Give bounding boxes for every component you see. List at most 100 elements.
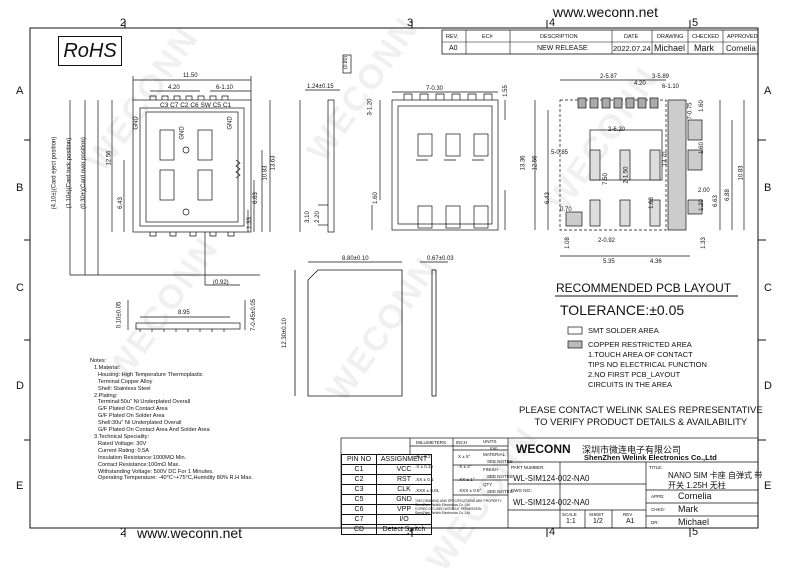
pcb-top-a: 2-5.87: [600, 74, 618, 80]
rohs-mark: RoHS: [58, 36, 122, 66]
mid-pitch: 7-0.30: [426, 86, 444, 92]
note-line: Contact Resistance:100mΩ Max.: [98, 461, 180, 468]
tol-col-inch: INCH: [456, 440, 467, 445]
zone-left-c: C: [16, 282, 24, 294]
gnd-label-left: GND: [133, 116, 140, 130]
rev-label: REV: [623, 512, 633, 517]
notes-block: Notes: 1.Material: Housing: High Tempera…: [90, 358, 253, 482]
title-line-1: NANO SIM 卡座 自弹式 带: [668, 471, 763, 480]
side-width: 8.95: [178, 310, 190, 316]
dim-pitch-b: 6-1.10: [216, 85, 234, 91]
rev-header-drawing: DRAWING: [657, 34, 684, 40]
tol-mm-2: .XX ± 0.1: [415, 477, 434, 482]
pin-cell: C6: [341, 504, 377, 515]
pcb-h-center3: 2-1.50: [623, 166, 630, 184]
note-line: Insulation Resistance:1000MΩ Min.: [98, 454, 187, 461]
note-line: Operating Temperature: -40°C~+75°C,Humid…: [98, 475, 253, 482]
tol-mm-1: .X ± 0.15: [415, 464, 433, 469]
note-line: Current Rating: 0.5A: [98, 447, 149, 454]
material-value: SEE NOTES: [487, 459, 513, 464]
rev-header-rev: REV.: [446, 34, 459, 40]
rev-row-date: 2022.07.24: [613, 44, 651, 53]
rev-row-approved: Cornelia: [726, 44, 756, 53]
disclaimer-line: COPIED OR USED WITHOUT PERMISSION: [415, 507, 482, 511]
rev-header-description: DESCRIPTION: [540, 34, 578, 40]
title-label: TITLE:: [649, 465, 663, 470]
zone-bottom-4: 4: [549, 526, 556, 538]
tol-mm-3: .XXX ± 0.01: [415, 488, 439, 493]
rev-row-drawing: Michael: [654, 43, 686, 53]
tol-deg-2: .XX ± 1°: [458, 477, 475, 482]
rev-value: A1: [626, 518, 635, 525]
chkd-value: Mark: [678, 504, 698, 514]
pcb-h-left2: 12.56: [532, 155, 539, 171]
website-top: www.weconn.net: [553, 4, 659, 20]
gnd-label-right: GND: [227, 116, 234, 130]
mid-h2: 1.55: [502, 85, 509, 97]
zone-top-3: 3: [407, 17, 414, 29]
rev-row-description: NEW RELEASE: [537, 45, 588, 52]
dim-overall-width: 11.50: [183, 73, 198, 79]
part-number: WL-SIM124-002-NA0: [513, 474, 590, 483]
disclaimer-line: ShenZhen Welink Electronics Co.,Ltd: [415, 511, 470, 515]
pcb-h-center: 13.70: [662, 151, 669, 167]
tol-deg-1: .X ± 2°: [458, 464, 472, 469]
pcb-top-b: 3-5.89: [652, 74, 670, 80]
dim-height-d: 1.33: [246, 217, 253, 229]
company-name-en: ShenZhen Welink Electronics Co.,Ltd: [584, 453, 717, 462]
pin-cell: C2: [341, 474, 377, 485]
pcb-left-small: 0.70: [560, 207, 572, 213]
note-line: G/F Plated On Solder Area: [98, 413, 165, 420]
legend-note-2: TIPS NO ELECTRICAL FUNCTION: [588, 360, 707, 369]
pin-cell: C1: [341, 464, 377, 475]
card-width: 8.80±0.10: [342, 256, 369, 262]
appd-value: Cornelia: [678, 491, 712, 501]
dr-value: Michael: [678, 517, 710, 527]
dim-thickness: 1.24±0.15: [307, 84, 334, 90]
drawing-canvas: [24, 20, 766, 537]
dim-pitch-a: 4.20: [168, 85, 180, 91]
qty-value: SEE NOTES: [487, 489, 513, 494]
contact-notice: PLEASE CONTACT WELINK SALES REPRESENTATI…: [519, 405, 763, 429]
pcb-top-c: 4.20: [634, 81, 646, 87]
contact-line-2: TO VERIFY PRODUCT DETAILS & AVAILABILITY: [534, 417, 748, 428]
dwg-no-label: DWG NO.:: [511, 488, 533, 493]
zone-right-d: D: [764, 380, 772, 392]
pcb-bottom-b: 5.35: [603, 259, 615, 265]
title-line-2: 开关 1.25H 无柱: [668, 481, 726, 490]
contact-labels: C3 C7 C2 C6 SW C5 C1: [160, 102, 232, 109]
zone-left-a: A: [16, 85, 24, 97]
pcb-bottom-a: 2-0.92: [598, 238, 616, 244]
pin-cell: C5: [341, 494, 377, 505]
note-line: G/F Plated On Contact Area And Solder Ar…: [98, 427, 210, 434]
legend-smt: SMT SOLDER AREA: [588, 326, 659, 335]
legend-note-4: CIRCUITS IN THE AREA: [588, 380, 673, 389]
pcb-bottom-e: 1.33: [700, 237, 707, 249]
pcb-bottom-d: 1.08: [564, 237, 571, 249]
pcb-layout-title: RECOMMENDED PCB LAYOUT: [556, 281, 732, 295]
website-bottom: www.weconn.net: [137, 525, 243, 541]
note-line: Shell: Stainless Steel: [98, 385, 151, 392]
pin-cell: CD: [341, 524, 377, 535]
pcb-tolerance: TOLERANCE:±0.05: [560, 302, 685, 318]
pcb-pad-c: 1.20: [698, 199, 705, 211]
side-thickness: 0.10±0.05: [116, 301, 123, 329]
legend-copper: COPPER RESTRICTED AREA: [588, 340, 692, 349]
eject-position-label: (4.10±)(Card eject position): [51, 136, 58, 210]
zone-right-c: C: [764, 282, 772, 294]
pcb-h-left: 13.36: [520, 155, 527, 171]
pcb-left-small2: 6.43: [544, 192, 551, 204]
appd-label: APPD:: [651, 494, 665, 499]
pcb-h-right3: 6.63: [712, 195, 719, 207]
mid-h3: 1.60: [372, 192, 379, 204]
pcb-spacing: 2-6.20: [608, 127, 626, 133]
pcb-pitch: 7-0.75: [687, 102, 694, 120]
units-value: mm: [490, 446, 498, 451]
pcb-h-center2: 7.50: [602, 173, 609, 185]
disclaimer-line: THIS DRAWING AND SPECIFICATIONS ARE PROP…: [415, 499, 502, 503]
rev-header-approved: APPROVED: [727, 34, 758, 40]
pin-header: PIN NO: [341, 454, 377, 465]
